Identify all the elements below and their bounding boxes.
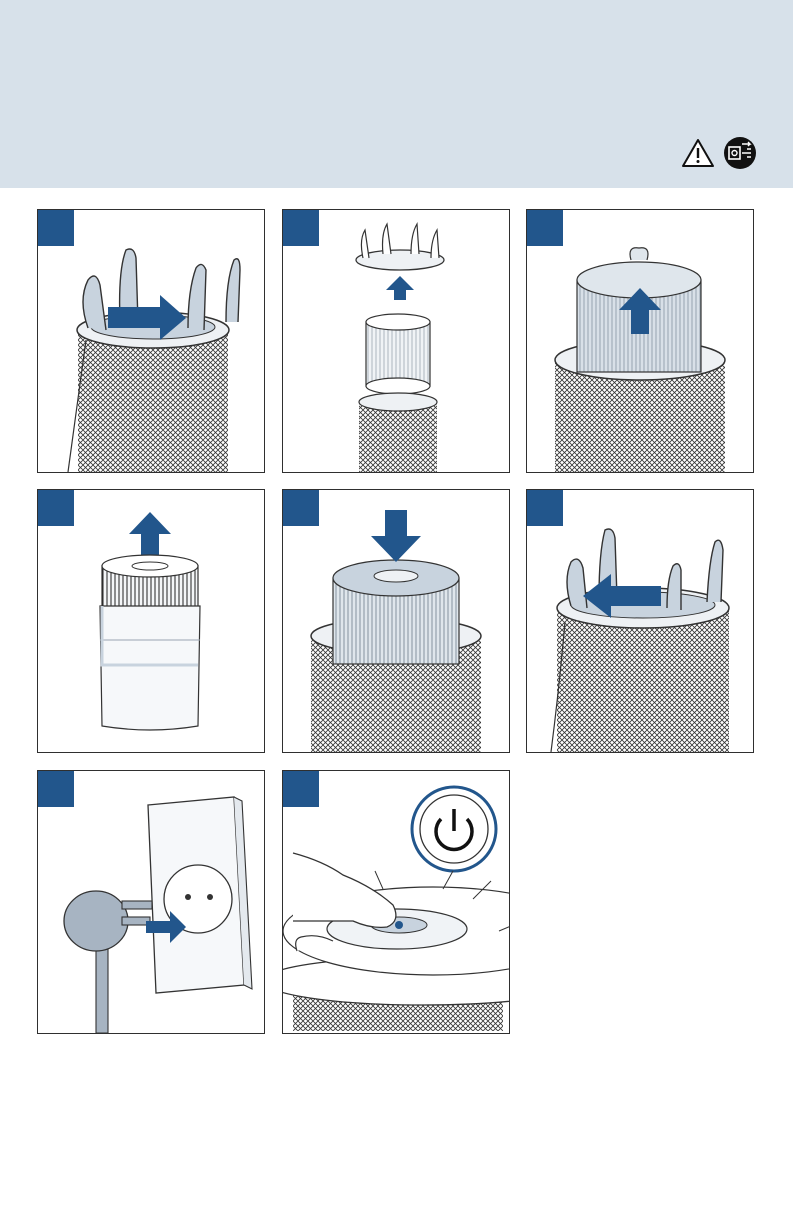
step-number-badge: 4 — [38, 490, 74, 526]
warning-triangle-icon — [681, 137, 715, 169]
step-number-badge: 2 — [283, 210, 319, 246]
header-icons — [681, 136, 757, 170]
step-number-badge: 6 — [527, 490, 563, 526]
step-panel-4: 4 — [37, 489, 265, 753]
step-panel-8: 8 — [282, 770, 510, 1034]
step-number-badge: 7 — [38, 771, 74, 807]
step-number-badge: 1 — [38, 210, 74, 246]
reattach-grille-icon — [527, 490, 754, 753]
step-number-badge: 3 — [527, 210, 563, 246]
pull-out-filter-icon — [527, 210, 754, 473]
rotate-top-grille-icon — [38, 210, 265, 473]
step-panel-5: 5 — [282, 489, 510, 753]
step-number-badge: 5 — [283, 490, 319, 526]
step-panel-7: 7 — [37, 770, 265, 1034]
press-power-button-icon — [283, 771, 510, 1034]
step-number-badge: 8 — [283, 771, 319, 807]
step-panel-6: 6 — [526, 489, 754, 753]
lift-grille-and-filter-icon — [283, 210, 510, 473]
insert-new-filter-icon — [283, 490, 510, 753]
step-panel-3: 3 — [526, 209, 754, 473]
step-panel-1: 1 — [37, 209, 265, 473]
unplug-power-icon — [723, 136, 757, 170]
remove-filter-bag-icon — [38, 490, 265, 753]
header-band — [0, 0, 793, 188]
plug-in-outlet-icon — [38, 771, 265, 1034]
step-panel-2: 2 — [282, 209, 510, 473]
